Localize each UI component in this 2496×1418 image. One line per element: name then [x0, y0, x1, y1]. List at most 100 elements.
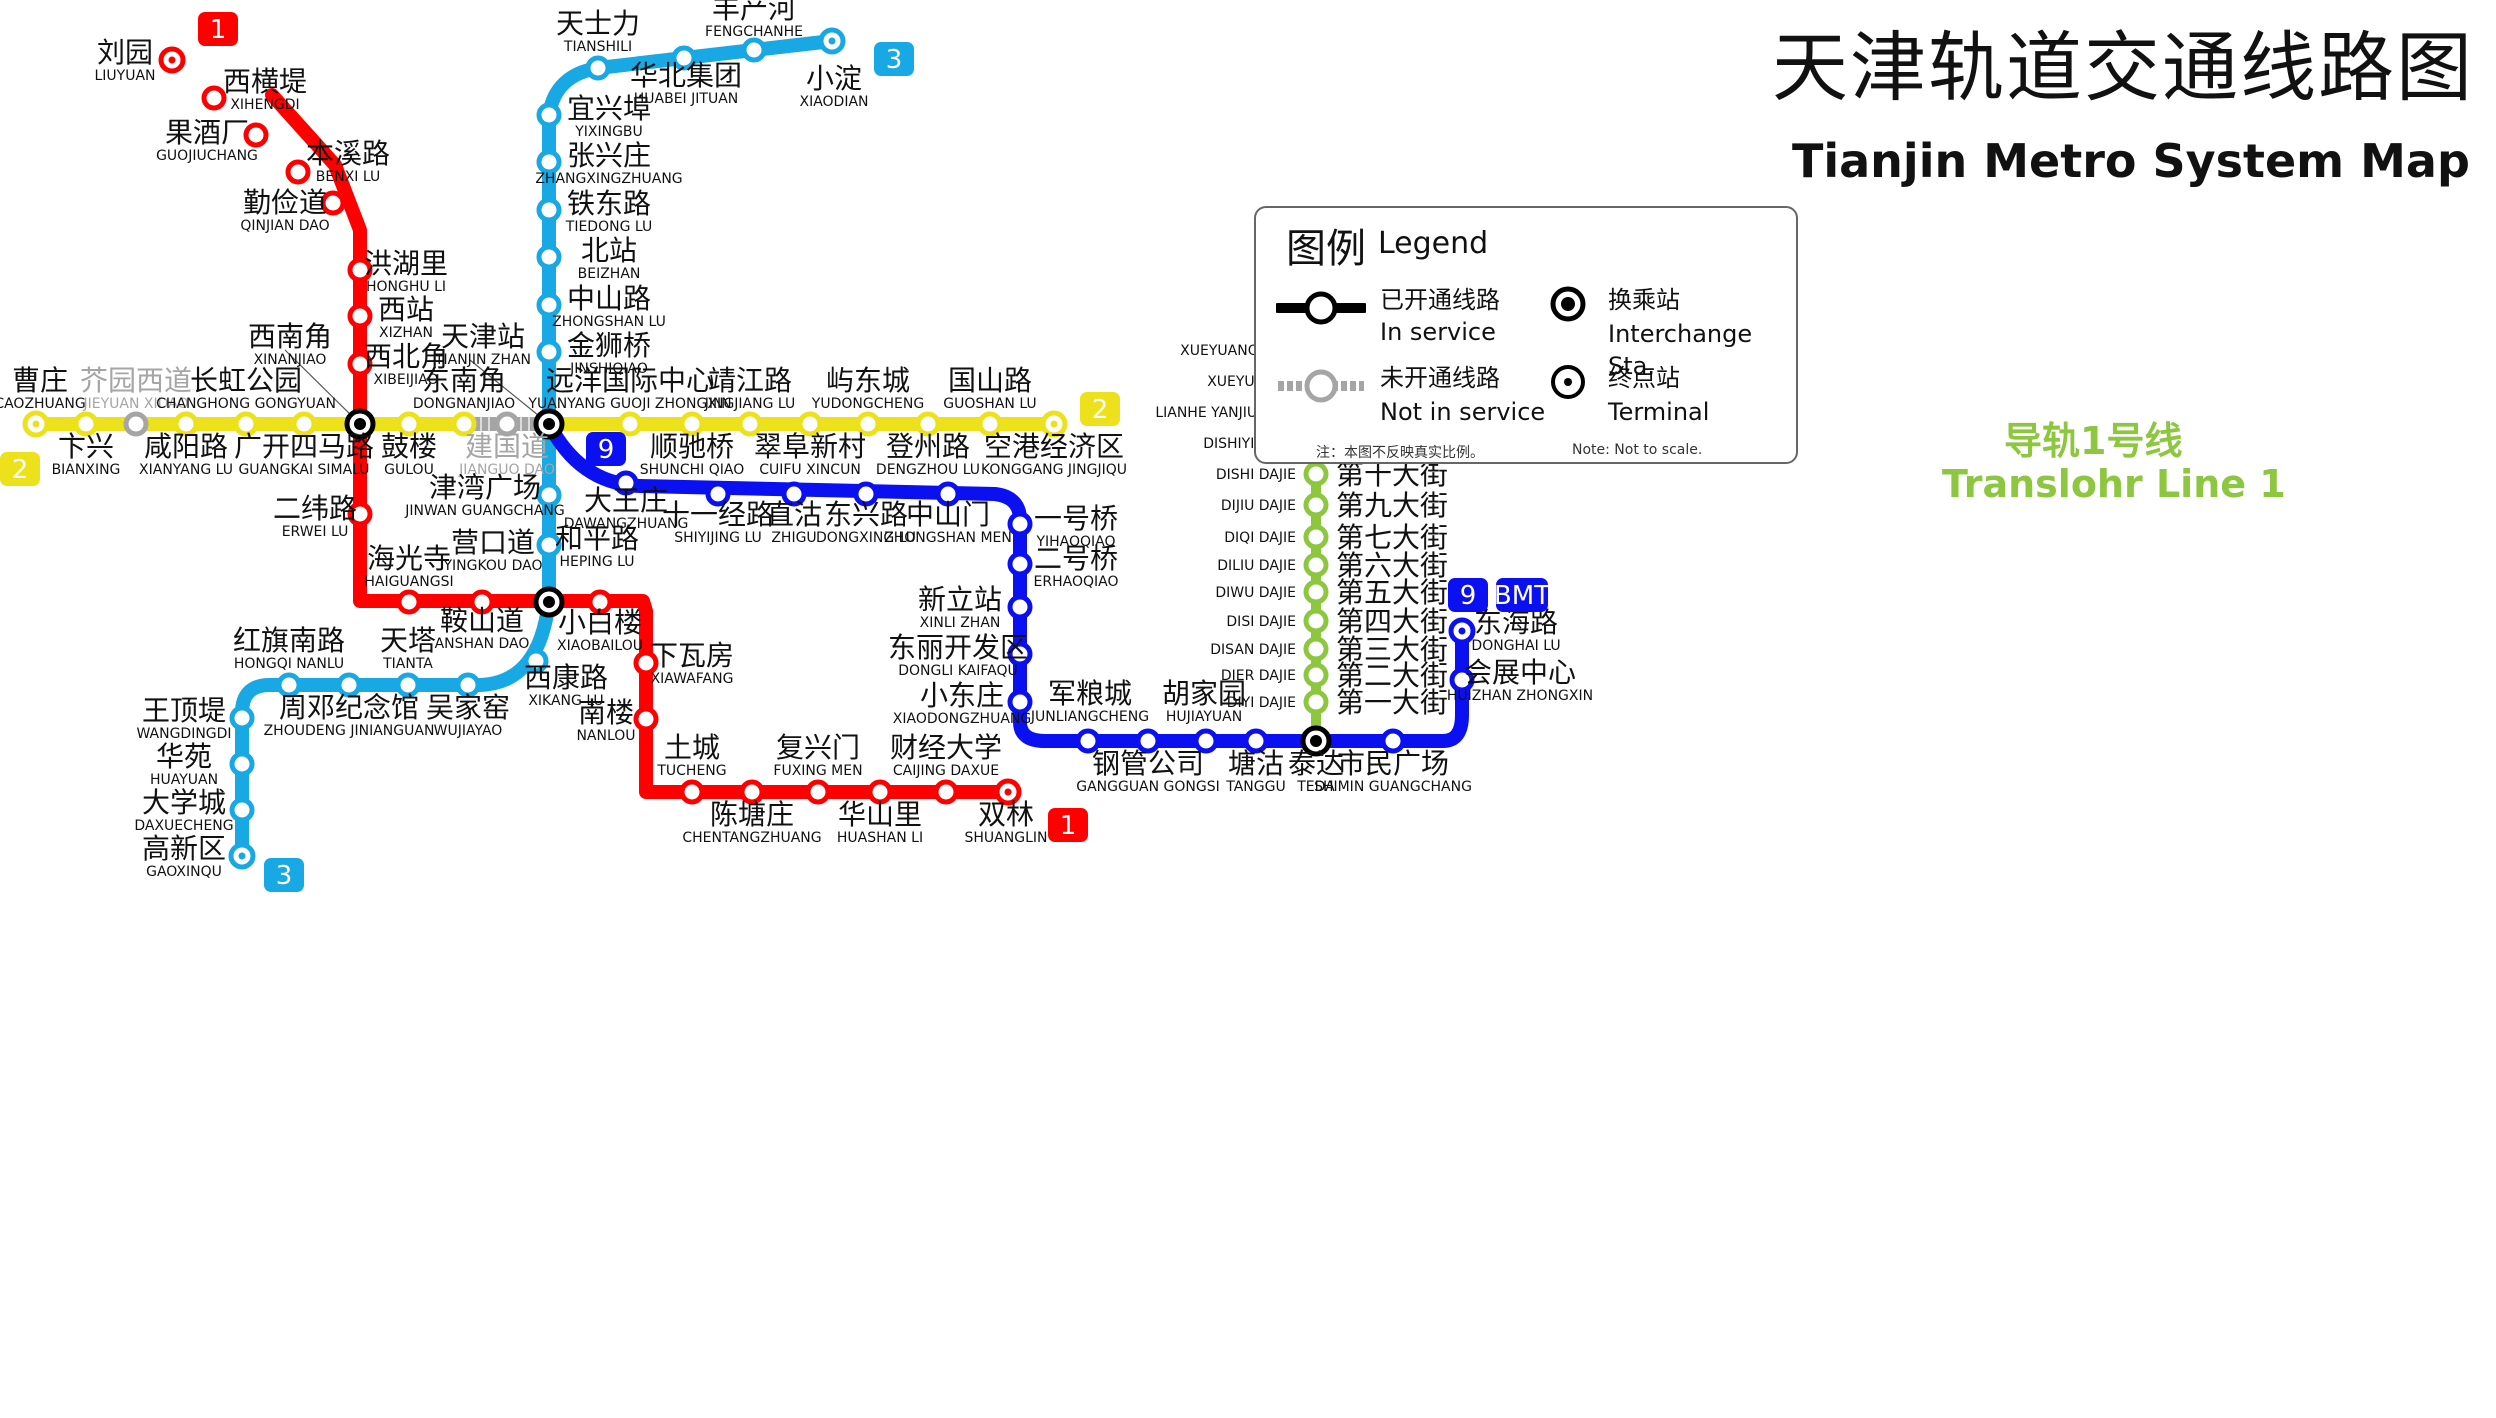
- legend-interchange-en: Interchange Sta.: [1608, 320, 1753, 380]
- station-huayuan[interactable]: [229, 751, 255, 777]
- station-label-cn: 十一经路: [662, 498, 774, 531]
- station-haiguangsi[interactable]: [396, 589, 422, 615]
- station-guoshanlu[interactable]: [977, 411, 1003, 437]
- station-marker: [1303, 524, 1329, 550]
- station-fuxingmen[interactable]: [805, 779, 831, 805]
- line-badge-label: 1: [210, 15, 227, 45]
- station-huashanli[interactable]: [867, 779, 893, 805]
- station-disi[interactable]: [1303, 608, 1329, 634]
- station-qinjiandao[interactable]: [320, 190, 346, 216]
- station-tanggu[interactable]: [1243, 728, 1269, 754]
- station-fengchanhe[interactable]: [741, 37, 767, 63]
- station-wujiayao[interactable]: [455, 672, 481, 698]
- station-tiedonglu[interactable]: [536, 197, 562, 223]
- station-xiaodian[interactable]: [818, 27, 846, 55]
- station-shimin[interactable]: [1380, 728, 1406, 754]
- station-teda[interactable]: [1300, 725, 1332, 757]
- station-tianta[interactable]: [395, 672, 421, 698]
- station-caozhuang[interactable]: [22, 410, 50, 438]
- station-gaoxinqu[interactable]: [228, 842, 256, 870]
- station-gulou[interactable]: [396, 411, 422, 437]
- station-zhigu[interactable]: [781, 481, 807, 507]
- station-diyi[interactable]: [1303, 689, 1329, 715]
- station-xinlizhan[interactable]: [1007, 594, 1033, 620]
- station-dishi[interactable]: [1303, 461, 1329, 487]
- station-jieyuanxidao[interactable]: [123, 411, 149, 437]
- station-beizhan[interactable]: [536, 244, 562, 270]
- station-xizhan[interactable]: [347, 303, 373, 329]
- station-xihengdi[interactable]: [201, 85, 227, 111]
- station-yingkoudao[interactable]: [533, 586, 565, 618]
- station-huizhan[interactable]: [1449, 667, 1475, 693]
- station-jianguodao[interactable]: [494, 411, 520, 437]
- station-marker: [395, 672, 421, 698]
- station-hongqinanlu[interactable]: [276, 672, 302, 698]
- station-konggangjingji[interactable]: [1040, 410, 1068, 438]
- station-changhonggongyuan[interactable]: [233, 411, 259, 437]
- station-dongxinglu[interactable]: [853, 481, 879, 507]
- station-erhaoqiao[interactable]: [1007, 551, 1033, 577]
- station-hujiayuan[interactable]: [1193, 728, 1219, 754]
- station-shunchiqiao[interactable]: [679, 411, 705, 437]
- station-wangdingdi[interactable]: [229, 705, 255, 731]
- station-tucheng[interactable]: [679, 779, 705, 805]
- station-caijingdaxue[interactable]: [933, 779, 959, 805]
- station-label-en: ERWEI LU: [282, 524, 349, 540]
- station-daxuecheng[interactable]: [229, 797, 255, 823]
- station-donglikaifaqu[interactable]: [1007, 641, 1033, 667]
- station-xinanjiao[interactable]: [344, 408, 376, 440]
- station-xibeijiao[interactable]: [347, 351, 373, 377]
- station-xikanglu[interactable]: [523, 648, 549, 674]
- station-xiaobailou[interactable]: [587, 589, 613, 615]
- station-label-en: BENXI LU: [316, 169, 380, 185]
- station-tianjinzhan[interactable]: [533, 408, 565, 440]
- station-diqi[interactable]: [1303, 524, 1329, 550]
- station-zhoudeng[interactable]: [336, 672, 362, 698]
- station-nanlou[interactable]: [633, 706, 659, 732]
- station-xiaodongzhuang[interactable]: [1007, 689, 1033, 715]
- station-anshandao[interactable]: [469, 589, 495, 615]
- station-hepinglu[interactable]: [536, 532, 562, 558]
- station-chentangzhuang[interactable]: [739, 779, 765, 805]
- station-xiawafang[interactable]: [633, 650, 659, 676]
- station-dongnanjiao[interactable]: [451, 411, 477, 437]
- station-marker: [617, 411, 643, 437]
- station-dawangzhuang[interactable]: [613, 470, 639, 496]
- station-gangguangongsi[interactable]: [1135, 728, 1161, 754]
- station-label-cn: 果酒厂: [165, 116, 249, 149]
- station-jingjianglu[interactable]: [737, 411, 763, 437]
- station-dengzhoulu[interactable]: [915, 411, 941, 437]
- station-junliangcheng[interactable]: [1075, 728, 1101, 754]
- station-marker: [1449, 667, 1475, 693]
- station-diwu[interactable]: [1303, 579, 1329, 605]
- station-jinwanguangchang[interactable]: [536, 482, 562, 508]
- station-jinshiqiao[interactable]: [536, 339, 562, 365]
- station-bianxing[interactable]: [73, 411, 99, 437]
- station-tianshili[interactable]: [585, 55, 611, 81]
- station-yuanyangguoji[interactable]: [617, 411, 643, 437]
- station-disan[interactable]: [1303, 636, 1329, 662]
- station-zhongshanlu[interactable]: [536, 292, 562, 318]
- station-diliu[interactable]: [1303, 552, 1329, 578]
- station-yudongcheng[interactable]: [855, 411, 881, 437]
- station-label-en: TIANTA: [382, 656, 433, 672]
- station-donghailu[interactable]: [1448, 617, 1476, 645]
- station-dier[interactable]: [1303, 662, 1329, 688]
- station-dijiu[interactable]: [1303, 492, 1329, 518]
- station-guangkaisimalu[interactable]: [291, 411, 317, 437]
- station-guojiuchang[interactable]: [243, 122, 269, 148]
- station-yihaoqiao[interactable]: [1007, 511, 1033, 537]
- station-huabeijituan[interactable]: [671, 45, 697, 71]
- station-zhongshanmen[interactable]: [935, 481, 961, 507]
- station-liuyuan[interactable]: [158, 46, 186, 74]
- station-label-cn: 洪湖里: [364, 247, 448, 280]
- station-zhangxingzhuang[interactable]: [536, 149, 562, 175]
- station-benxilu[interactable]: [285, 159, 311, 185]
- station-cuifuxincun[interactable]: [797, 411, 823, 437]
- station-xianyanglu[interactable]: [173, 411, 199, 437]
- station-erweilu[interactable]: [347, 501, 373, 527]
- station-yixingbu[interactable]: [536, 102, 562, 128]
- station-honghuli[interactable]: [347, 257, 373, 283]
- station-shuanglin[interactable]: [994, 778, 1022, 806]
- station-shiyijinglu[interactable]: [705, 481, 731, 507]
